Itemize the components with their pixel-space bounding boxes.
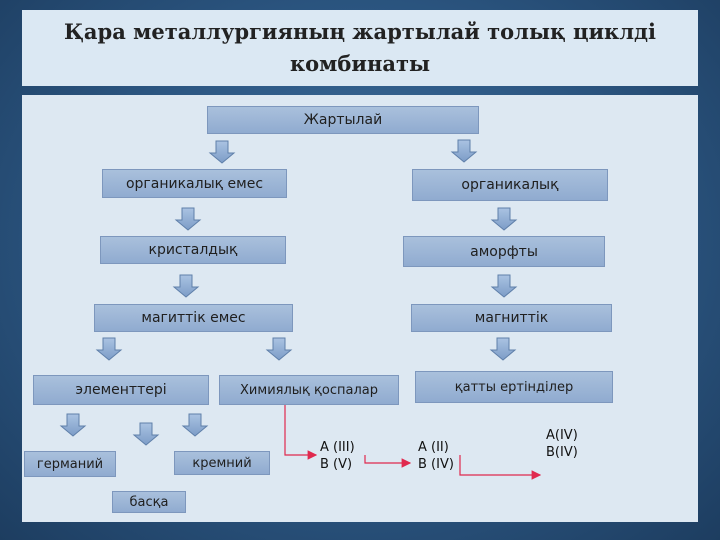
down-arrow-icon	[451, 139, 477, 163]
down-arrow-icon	[490, 337, 516, 361]
compounds-box: Химиялық қоспалар	[219, 375, 399, 405]
down-arrow-icon	[266, 337, 292, 361]
down-arrow-icon	[175, 207, 201, 231]
connector-arrow	[459, 455, 542, 480]
down-arrow-icon	[209, 140, 235, 164]
down-arrow-icon	[182, 413, 208, 437]
inorganic-box: органикалық емес	[102, 169, 287, 198]
germanium-box: германий	[24, 451, 116, 477]
title-panel: Қара металлургияның жартылай толық циклд…	[22, 10, 698, 86]
nonmagnetic-box: магиттік емес	[94, 304, 293, 332]
formula-b4-label: B (IV)	[418, 457, 454, 472]
amorphous-box: аморфты	[403, 236, 605, 267]
formula-a4-label: A(IV)	[546, 428, 578, 443]
formula-b5-label: B (V)	[320, 457, 353, 472]
connector-arrow	[364, 455, 412, 468]
down-arrow-icon	[133, 422, 159, 446]
solid-solutions-box: қатты ертінділер	[415, 371, 613, 403]
down-arrow-icon	[173, 274, 199, 298]
silicon-box: кремний	[174, 451, 270, 475]
organic-box: органикалық	[412, 169, 608, 201]
crystalline-box: кристалдық	[100, 236, 286, 264]
down-arrow-icon	[96, 337, 122, 361]
formula-a3-label: A (III)	[320, 440, 355, 455]
elements-box: элементтері	[33, 375, 209, 405]
root-box: Жартылай	[207, 106, 479, 134]
formula-b4b-label: B(IV)	[546, 445, 578, 460]
formula-a2-label: A (II)	[418, 440, 449, 455]
other-box: басқа	[112, 491, 186, 513]
down-arrow-icon	[491, 274, 517, 298]
down-arrow-icon	[491, 207, 517, 231]
magnetic-box: магниттік	[411, 304, 612, 332]
page-title: Қара металлургияның жартылай толық циклд…	[64, 19, 656, 76]
connector-arrow	[284, 405, 318, 460]
down-arrow-icon	[60, 413, 86, 437]
